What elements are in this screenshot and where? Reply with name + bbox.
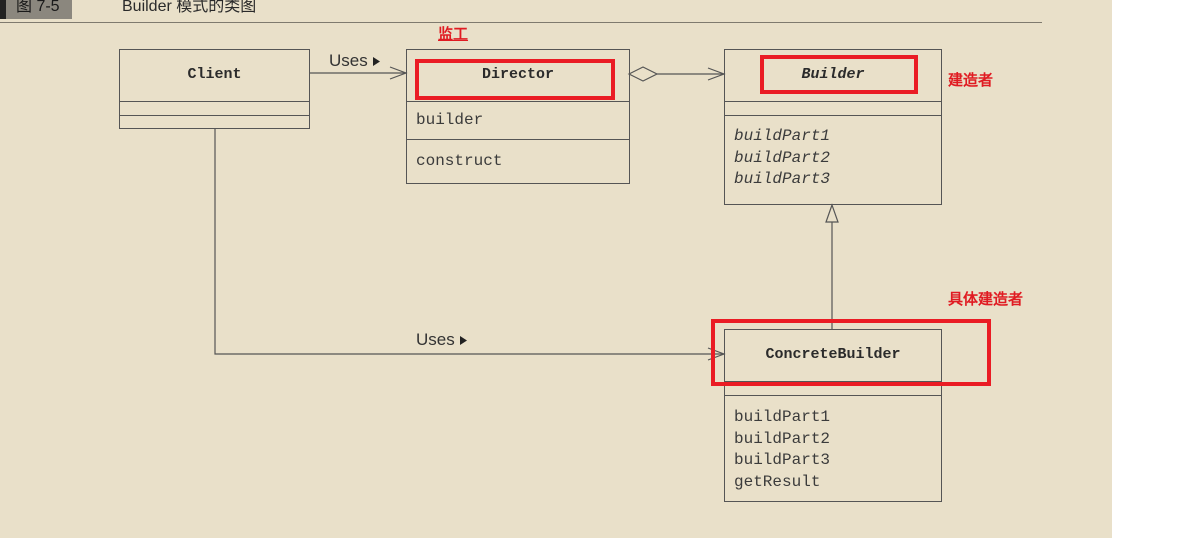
class-builder-op: buildPart1 [734, 127, 831, 145]
highlight-builder [760, 55, 918, 94]
uses-label-bottom: Uses [416, 330, 468, 350]
class-concrete-builder-op: getResult [734, 472, 821, 491]
class-concrete-builder-name: ConcreteBuilder [765, 346, 901, 363]
class-builder-op: buildPart2 [734, 148, 831, 167]
class-director-method: construct [416, 152, 503, 170]
uses-label-bottom-text: Uses [416, 330, 455, 349]
uses-label-top-text: Uses [329, 51, 368, 70]
class-client-divider-1 [120, 101, 309, 102]
class-builder-operations: buildPart1 buildPart2 buildPart3 [734, 126, 830, 191]
aggregation-diamond [627, 66, 659, 82]
class-director: Director builder construct [406, 49, 630, 184]
inheritance-triangle [825, 203, 839, 223]
figure-title: Builder 模式的类图 [122, 0, 257, 15]
class-director-divider-2 [407, 139, 629, 140]
uses-label-top: Uses [329, 51, 381, 71]
class-builder-op: buildPart3 [734, 170, 831, 188]
annotation-builder: 建造者 [948, 71, 994, 89]
class-concrete-builder-op: buildPart3 [734, 451, 831, 469]
class-client-divider-2 [120, 115, 309, 116]
class-concrete-builder-divider-2 [725, 395, 941, 396]
direction-arrow-icon [460, 336, 468, 345]
class-concrete-builder-op: buildPart2 [734, 429, 831, 448]
highlight-concrete-builder [711, 319, 991, 386]
class-builder-divider-1 [725, 101, 941, 102]
class-concrete-builder-divider-1 [725, 381, 941, 382]
class-builder: Builder buildPart1 buildPart2 buildPart3 [724, 49, 942, 205]
uses-line-client-concrete [214, 128, 724, 355]
diagram-page: 图 7-5 Builder 模式的类图 Client Director buil… [0, 0, 1112, 538]
class-builder-divider-2 [725, 115, 941, 116]
class-director-field: builder [416, 111, 484, 129]
direction-arrow-icon [373, 57, 381, 66]
highlight-director [415, 59, 615, 100]
class-client-name: Client [187, 66, 242, 83]
class-concrete-builder-op: buildPart1 [734, 408, 831, 426]
annotation-director: 监工 [438, 25, 469, 43]
class-client: Client [119, 49, 310, 129]
class-director-name: Director [481, 66, 554, 83]
class-director-divider-1 [407, 101, 629, 102]
annotation-concrete-builder: 具体建造者 [948, 290, 1024, 308]
class-builder-name: Builder [801, 66, 865, 83]
figure-caption: 图 7-5 Builder 模式的类图 [0, 0, 1042, 23]
class-concrete-builder-operations: buildPart1 buildPart2 buildPart3 getResu… [734, 407, 830, 493]
class-concrete-builder: ConcreteBuilder buildPart1 buildPart2 bu… [724, 329, 942, 502]
figure-label: 图 7-5 [0, 0, 72, 19]
